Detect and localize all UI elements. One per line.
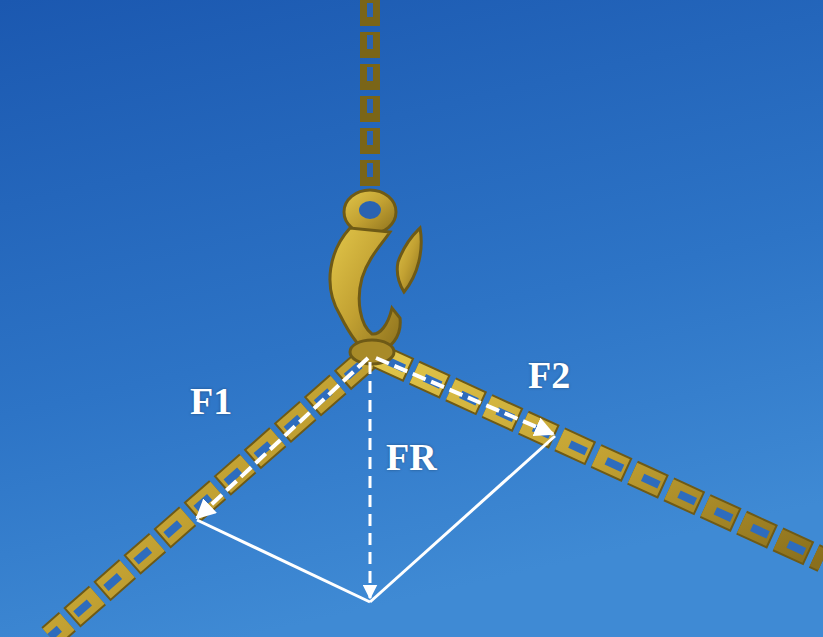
force-label: F2 [528, 356, 570, 394]
force-label: F1 [190, 382, 232, 420]
resultant-arrow [369, 362, 372, 598]
force-vectors [197, 358, 555, 602]
parallelogram-line [370, 436, 555, 602]
hook [330, 190, 421, 364]
force-arrow-f2 [376, 358, 553, 434]
top-chain [370, 0, 371, 200]
resultant-label: FR [386, 438, 437, 476]
parallelogram-line [197, 520, 370, 602]
right-chain [378, 356, 823, 560]
left-chain [50, 358, 368, 637]
